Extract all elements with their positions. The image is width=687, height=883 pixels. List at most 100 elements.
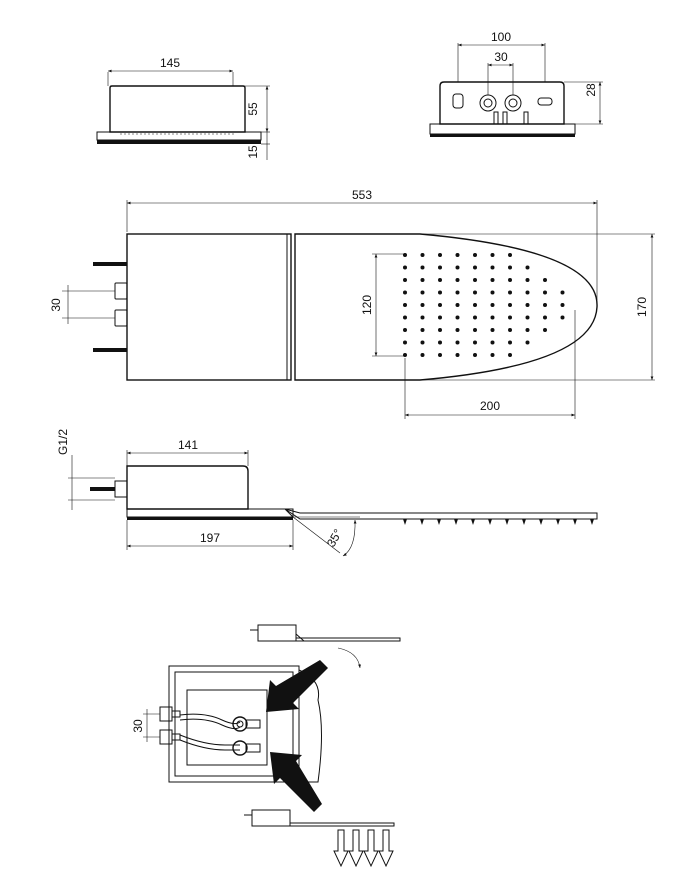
nozzle-dot <box>403 265 407 270</box>
side-view-offset-label: 197 <box>200 531 220 545</box>
front-view-spacing-label: 30 <box>494 50 508 64</box>
arrow-up-left-icon <box>270 752 322 812</box>
nozzle-dot <box>455 303 460 307</box>
install-view-spacing-label: 30 <box>131 719 145 733</box>
end-view-plate-label: 15 <box>246 145 260 159</box>
nozzle-dot <box>490 315 495 320</box>
side-nozzle <box>403 519 407 525</box>
nozzle-dot <box>455 265 460 270</box>
top-view-nozzle-height-label: 120 <box>360 295 374 315</box>
side-nozzle <box>488 519 492 525</box>
front-view: 100 30 28 <box>429 30 603 137</box>
flow-arrow-icon <box>348 829 364 868</box>
top-view-width-label: 170 <box>635 297 649 317</box>
front-view-width-label: 100 <box>491 30 511 44</box>
nozzle-dot <box>525 328 530 332</box>
nozzle-dot <box>455 328 460 332</box>
end-view-width-label: 145 <box>160 56 180 70</box>
nozzle-dot <box>455 290 460 295</box>
nozzle-dot <box>473 328 477 332</box>
nozzle-dot <box>490 290 495 295</box>
nozzle-dot <box>490 253 495 257</box>
nozzle-dot <box>508 315 512 320</box>
nozzle-dot <box>403 303 407 307</box>
nozzle-dot <box>455 278 460 282</box>
nozzle-dot <box>508 278 512 282</box>
nozzle-dot <box>490 340 495 345</box>
nozzle-dot <box>525 265 530 270</box>
top-view-spacing-label: 30 <box>49 298 63 312</box>
nozzle-dot <box>560 315 565 320</box>
nozzle-dot <box>455 315 460 320</box>
nozzle-dot <box>420 253 425 257</box>
water-flow-arrows <box>333 829 394 868</box>
side-view-angle-label: 35° <box>324 526 345 549</box>
nozzle-dot <box>473 340 477 345</box>
top-view: 553 30 120 170 200 <box>49 188 655 419</box>
nozzle-dot <box>490 303 495 307</box>
flow-arrow-icon <box>363 829 379 868</box>
top-view-nozzle-length-label: 200 <box>480 399 500 413</box>
nozzle-dot <box>438 315 442 320</box>
nozzle-dot <box>420 328 425 332</box>
nozzle-dot <box>438 253 442 257</box>
front-view-depth-label: 28 <box>584 83 598 97</box>
nozzle-dot <box>403 340 407 345</box>
nozzle-dot <box>543 290 547 295</box>
nozzle-dot <box>490 278 495 282</box>
side-nozzle <box>590 519 594 525</box>
nozzle-dot <box>403 290 407 295</box>
side-nozzle <box>505 519 509 525</box>
nozzle-dot <box>455 353 460 357</box>
side-nozzle-row <box>403 519 594 525</box>
side-nozzle <box>471 519 475 525</box>
nozzle-grid <box>403 253 565 357</box>
nozzle-dot <box>490 328 495 332</box>
nozzle-dot <box>525 303 530 307</box>
nozzle-dot <box>455 253 460 257</box>
nozzle-dot <box>508 340 512 345</box>
nozzle-dot <box>543 303 547 307</box>
nozzle-dot <box>508 265 512 270</box>
nozzle-dot <box>508 303 512 307</box>
nozzle-dot <box>508 328 512 332</box>
top-view-length-label: 553 <box>352 188 372 202</box>
side-nozzle <box>437 519 441 525</box>
nozzle-dot <box>438 340 442 345</box>
side-nozzle <box>454 519 458 525</box>
side-view: G1/2 141 197 35° <box>56 429 598 557</box>
nozzle-dot <box>438 278 442 282</box>
flow-arrow-icon <box>378 829 394 868</box>
nozzle-dot <box>403 328 407 332</box>
nozzle-dot <box>403 353 407 357</box>
nozzle-dot <box>438 303 442 307</box>
nozzle-dot <box>438 290 442 295</box>
nozzle-dot <box>438 353 442 357</box>
nozzle-dot <box>543 278 547 282</box>
nozzle-dot <box>403 278 407 282</box>
side-nozzle <box>556 519 560 525</box>
nozzle-dot <box>438 328 442 332</box>
nozzle-dot <box>543 315 547 320</box>
nozzle-dot <box>420 340 425 345</box>
nozzle-dot <box>438 265 442 270</box>
nozzle-dot <box>473 265 477 270</box>
end-view: 145 55 15 <box>96 56 270 160</box>
nozzle-dot <box>473 353 477 357</box>
nozzle-dot <box>473 278 477 282</box>
nozzle-dot <box>420 278 425 282</box>
side-view-thread-label: G1/2 <box>56 429 70 455</box>
nozzle-dot <box>455 340 460 345</box>
nozzle-dot <box>525 340 530 345</box>
nozzle-dot <box>420 303 425 307</box>
nozzle-dot <box>420 315 425 320</box>
nozzle-dot <box>508 353 512 357</box>
nozzle-dot <box>525 290 530 295</box>
nozzle-dot <box>473 315 477 320</box>
nozzle-dot <box>473 303 477 307</box>
side-view-box-label: 141 <box>178 438 198 452</box>
nozzle-dot <box>490 353 495 357</box>
nozzle-dot <box>420 265 425 270</box>
nozzle-dot <box>560 303 565 307</box>
nozzle-dot <box>473 253 477 257</box>
